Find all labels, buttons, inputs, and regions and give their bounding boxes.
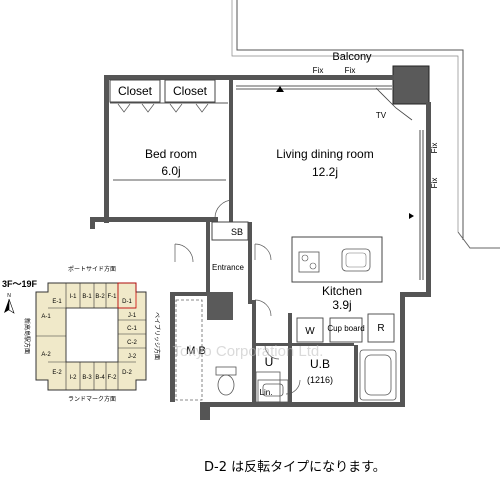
label-sb: SB xyxy=(231,227,243,237)
label-living-size: 12.2j xyxy=(312,165,338,179)
label-washer: W xyxy=(305,326,315,337)
key-unit-i1: I-1 xyxy=(69,294,77,300)
label-kitchen: Kitchen xyxy=(322,284,362,298)
label-fix-top-1: Fix xyxy=(313,66,324,75)
label-kitchen-size: 3.9j xyxy=(332,298,351,312)
key-unit-i2: I-2 xyxy=(69,375,77,381)
key-unit-b3: B-3 xyxy=(82,375,92,381)
utility-fixtures xyxy=(296,313,395,343)
key-unit-e2: E-2 xyxy=(52,370,62,376)
balcony xyxy=(231,0,500,249)
label-fix-top-2: Fix xyxy=(345,66,356,75)
key-unit-d1: D-1 xyxy=(122,299,132,305)
key-current-unit xyxy=(117,282,137,309)
label-fridge: R xyxy=(377,323,384,334)
label-balcony: Balcony xyxy=(332,51,372,63)
label-fix-right-1: Fix xyxy=(430,143,439,154)
key-unit-f1: F-1 xyxy=(108,294,118,300)
label-mb: M B xyxy=(186,345,206,357)
label-u: U xyxy=(265,355,274,369)
north-arrow-icon: N xyxy=(4,293,15,314)
watermark: Tokyo Corporation Ltd. xyxy=(173,343,324,360)
label-linen: Lin. xyxy=(260,388,273,397)
key-unit-b4: B-4 xyxy=(95,375,105,381)
mb-closet xyxy=(175,299,203,401)
reverse-type-note: D-2 は反転タイプになります。 xyxy=(204,460,386,475)
key-direction-bottom: ランドマーク方面 xyxy=(68,395,116,403)
label-living: Living dining room xyxy=(276,147,373,161)
label-entrance: Entrance xyxy=(212,263,245,272)
key-plan: 3F～19F N ポートサイド方面 ランドマーク方面 新高島駅方面 ベイブリッジ… xyxy=(2,265,161,403)
label-closet-2: Closet xyxy=(173,84,208,98)
kitchen-counter xyxy=(291,236,383,283)
label-ub-size: (1216) xyxy=(307,375,333,385)
label-closet-1: Closet xyxy=(118,84,153,98)
key-unit-a1: A-1 xyxy=(41,314,51,320)
marker-right-icon xyxy=(409,213,414,219)
linen-shelf xyxy=(255,371,281,403)
label-bedroom: Bed room xyxy=(145,147,197,161)
key-unit-e1: E-1 xyxy=(52,299,62,305)
exterior-walls xyxy=(90,75,431,420)
key-direction-left: 新高島駅方面 xyxy=(23,318,31,354)
key-unit-j2: J-2 xyxy=(128,354,137,360)
marker-up-icon xyxy=(276,86,284,92)
key-direction-right: ベイブリッジ方面 xyxy=(153,312,161,360)
key-unit-c1: C-1 xyxy=(127,326,137,332)
interior-walls xyxy=(206,80,358,406)
doors xyxy=(174,199,301,395)
key-unit-j1: J-1 xyxy=(128,313,137,319)
corner-window xyxy=(375,87,413,121)
key-unit-b2: B-2 xyxy=(95,294,105,300)
north-label: N xyxy=(7,293,11,299)
windows xyxy=(113,85,424,280)
label-fix-right-2: Fix xyxy=(430,178,439,189)
label-cupboard: Cup board xyxy=(327,324,364,333)
key-direction-top: ポートサイド方面 xyxy=(68,265,116,273)
label-ub: U.B xyxy=(310,357,330,371)
toilet xyxy=(215,366,237,396)
key-unit-c2: C-2 xyxy=(127,340,137,346)
bathtub xyxy=(359,349,397,401)
key-floors: 3F～19F xyxy=(2,279,38,289)
label-bedroom-size: 6.0j xyxy=(161,164,180,178)
key-unit-a2: A-2 xyxy=(41,352,51,358)
label-tv: TV xyxy=(376,111,387,120)
key-unit-f2: F-2 xyxy=(108,375,118,381)
closets xyxy=(109,79,228,113)
outdoor-unit xyxy=(392,65,430,105)
key-unit-d2: D-2 xyxy=(122,370,132,376)
key-unit-b1: B-1 xyxy=(82,294,92,300)
